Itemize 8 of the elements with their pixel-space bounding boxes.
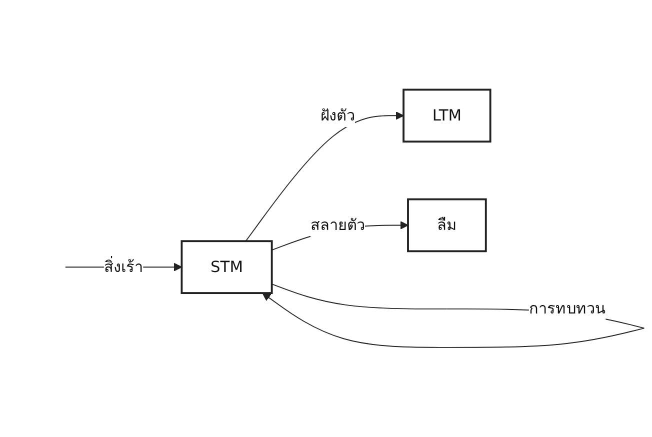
edge-label: การทบทวน	[528, 299, 606, 318]
edge-label: สิ่งเร้า	[104, 257, 144, 276]
edge-label: สลายตัว	[310, 216, 366, 234]
process-box: LTM	[402, 88, 492, 142]
process-box: STM	[180, 240, 273, 294]
arrow	[245, 111, 404, 242]
edge-label: ฝังตัว	[320, 106, 355, 124]
process-box: ลืม	[407, 198, 487, 252]
